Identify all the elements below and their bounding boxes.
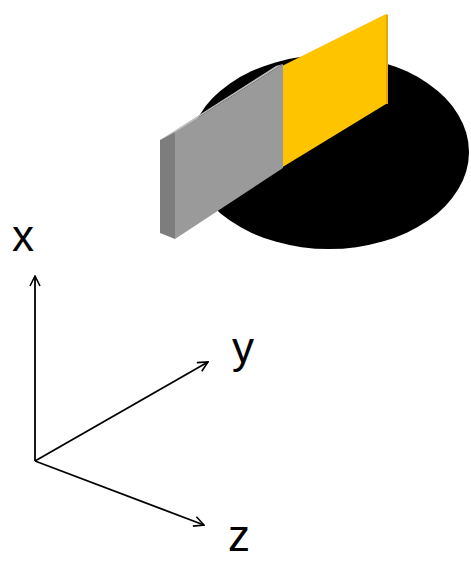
grey-slab-side xyxy=(160,132,175,239)
axis-label: z xyxy=(228,514,250,558)
y-axis xyxy=(35,362,208,461)
axis-label: x xyxy=(12,214,34,258)
yellow-plate-edge xyxy=(386,14,388,104)
z-axis xyxy=(35,461,204,525)
grey-slab-front xyxy=(175,64,283,239)
yellow-plate xyxy=(278,14,386,168)
axis-label: y xyxy=(232,326,254,370)
x-axis xyxy=(34,276,36,461)
